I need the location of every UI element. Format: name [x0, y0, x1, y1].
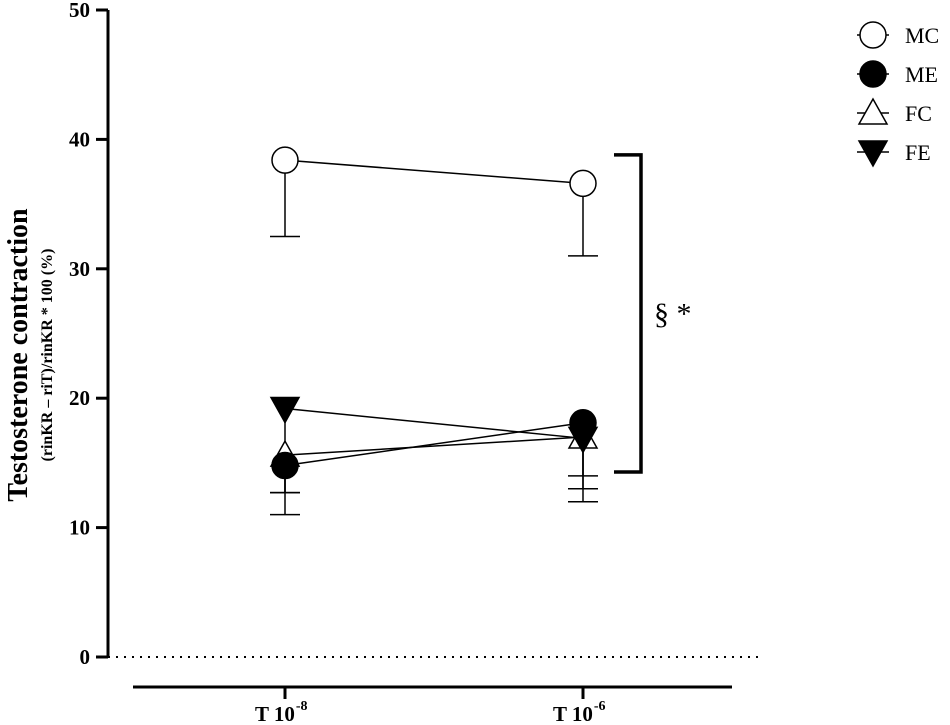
y-tick-label: 20 [69, 386, 90, 410]
series-lines [284, 159, 584, 467]
legend-marker-me [859, 60, 887, 88]
x-tick-label: T 10 [553, 702, 593, 725]
y-ticks: 0 10 20 30 40 50 [69, 0, 108, 669]
y-tick-label: 10 [69, 516, 90, 540]
series-line-fe [284, 407, 584, 440]
legend-marker-fc [857, 97, 889, 125]
y-tick-label: 50 [69, 0, 90, 22]
legend: MC ME FC FE [857, 21, 939, 168]
series-markers [269, 146, 599, 480]
legend-marker-mc [859, 21, 887, 49]
legend-label-fe: FE [905, 140, 931, 165]
marker-me [271, 451, 299, 480]
legend-label-mc: MC [905, 23, 939, 48]
x-tick-label-exponent: -8 [296, 699, 308, 714]
significance-bracket [614, 153, 643, 474]
series-line-fc [284, 436, 584, 456]
y-tick-label: 40 [69, 127, 90, 151]
y-tick-label: 30 [69, 257, 90, 281]
y-axis-subtitle: (rinKR – riT)/rinKR * 100 (%) [39, 249, 56, 462]
legend-label-me: ME [905, 62, 938, 87]
series-line-me [284, 422, 584, 467]
legend-marker-fe [857, 140, 889, 168]
x-tick-label-exponent: -6 [594, 699, 606, 714]
significance-label: § * [654, 297, 692, 330]
y-axis-title: Testosterone contraction [3, 208, 34, 502]
series-line-mc [284, 159, 584, 185]
marker-mc [271, 146, 299, 174]
marker-fe [269, 396, 301, 425]
series-layer [269, 146, 599, 516]
marker-mc [569, 169, 597, 198]
legend-label-fc: FC [905, 101, 932, 126]
x-tick-label: T 10 [255, 702, 295, 725]
error-bars [270, 160, 598, 516]
y-tick-label: 0 [80, 645, 91, 669]
marker-me [569, 409, 597, 437]
bracket-path [614, 153, 643, 474]
